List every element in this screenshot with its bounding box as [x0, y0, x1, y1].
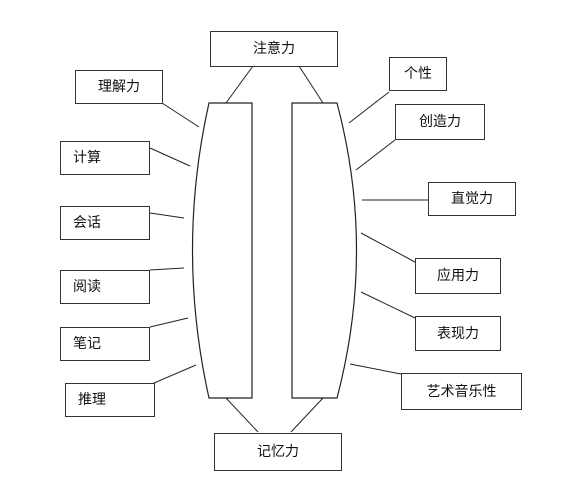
connector-lines [149, 65, 428, 433]
connector-right-6 [349, 363, 402, 375]
label-calculation: 计算 [60, 141, 150, 175]
connector-left-4 [149, 267, 185, 271]
connector-top-left [225, 65, 254, 104]
label-reasoning: 推理 [65, 383, 155, 417]
connector-bottom-left [225, 397, 259, 433]
connector-left-6 [153, 364, 197, 384]
connector-top-right [298, 65, 324, 104]
connector-left-3 [149, 212, 185, 219]
label-conversation: 会话 [60, 206, 150, 240]
label-reading: 阅读 [60, 270, 150, 304]
connector-right-1 [348, 91, 390, 124]
left-hemisphere [191, 102, 253, 399]
connector-left-1 [161, 102, 200, 128]
label-intuition: 直觉力 [428, 182, 516, 216]
label-comprehension: 理解力 [75, 70, 163, 104]
label-notes: 笔记 [60, 327, 150, 361]
label-expression: 表现力 [415, 316, 501, 351]
label-attention: 注意力 [210, 31, 338, 67]
label-application: 应用力 [415, 258, 501, 294]
connector-bottom-right [290, 397, 324, 433]
connector-right-2 [355, 139, 396, 171]
right-hemisphere [291, 102, 358, 399]
connector-right-5 [360, 291, 416, 319]
label-creativity: 创造力 [395, 104, 485, 140]
label-personality: 个性 [389, 57, 447, 91]
connector-left-2 [149, 147, 191, 167]
connector-right-4 [360, 232, 416, 263]
label-memory: 记忆力 [214, 433, 342, 471]
label-art-music: 艺术音乐性 [401, 373, 522, 410]
connector-left-5 [149, 317, 189, 328]
